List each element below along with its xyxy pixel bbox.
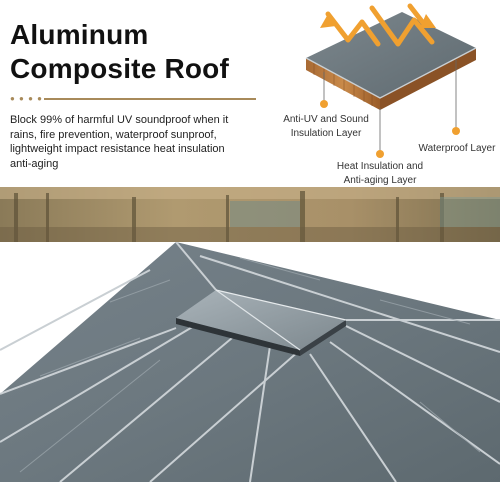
panel-top-face [306,12,476,98]
sun-arrow-icon [325,3,435,47]
title-line-1: Aluminum [10,19,149,50]
title-line-2: Composite Roof [10,53,230,84]
background-photo-strip [0,187,500,242]
title-divider: ● ● ● ● [10,94,256,103]
composite-panel-illustration [305,3,477,158]
page-title: Aluminum Composite Roof [10,18,229,86]
layer-marker-icon [320,100,328,108]
label-waterproof-layer: Waterproof Layer [418,143,496,154]
layer-marker-icon [452,127,460,135]
roof-top-view [0,241,500,483]
panel-side-right [380,48,476,110]
divider-line [44,98,256,100]
feature-description: Block 99% of harmful UV soundproof when … [10,114,229,170]
layer-marker-icon [376,150,384,158]
label-heat-layer: Heat Insulation and Anti-aging Layer [336,161,424,186]
roof-center-vent [176,290,346,350]
divider-dots: ● ● ● ● [10,94,43,103]
panel-side-left [306,58,380,110]
roof-panel-surface [0,242,500,482]
label-uv-sound-layer: Anti-UV and Sound Insulation Layer [283,114,369,139]
